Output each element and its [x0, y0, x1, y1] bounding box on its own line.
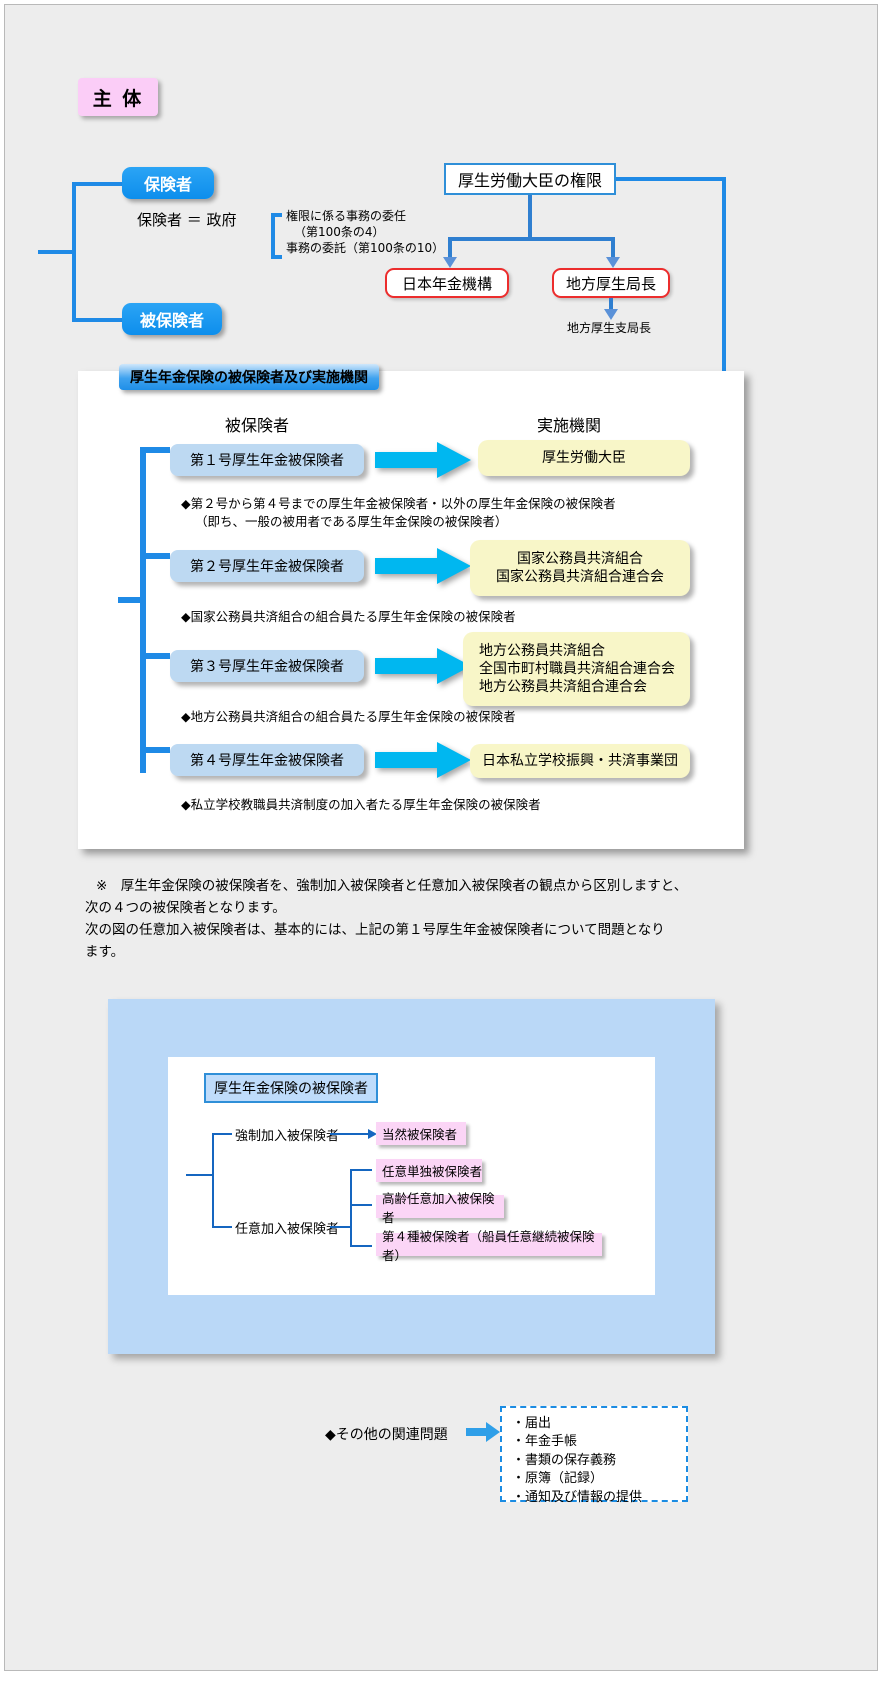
rows-bracket-arm-3 [140, 653, 170, 659]
delegation-bracket-bottom [271, 255, 282, 259]
minister-authority-box[interactable]: 厚生労働大臣の権限 [444, 163, 616, 195]
insured-box[interactable]: 被保険者 [122, 303, 222, 335]
class-tree-arm-compulsory [212, 1133, 232, 1135]
delegation-note-line1: 権限に係る事務の委任 [286, 209, 407, 223]
note-row-4-line1: ◆私立学校教職員共済制度の加入者たる厚生年金保険の被保険者 [181, 797, 541, 812]
minister-long-down [722, 177, 726, 460]
remark-line-4: ます。 [85, 944, 125, 960]
voluntary-branch-arm-2 [350, 1204, 372, 1206]
other-topics-box: ・届出 ・年金手帳 ・書類の保存義務 ・原簿（記録） ・通知及び情報の提供 [500, 1406, 688, 1505]
remark-line-2: 次の４つの被保険者となります。 [85, 900, 286, 916]
other-topics-label: ◆その他の関連問題 [325, 1427, 448, 1443]
branch-label-compulsory: 強制加入被保険者 [235, 1129, 340, 1144]
delegation-note-line3: 事務の委託（第100条の10） [286, 241, 445, 255]
remark-line-1: ※ 厚生年金保険の被保険者を、強制加入被保険者と任意加入被保険者の観点から区別し… [96, 878, 688, 894]
arrow-down-to-branch-icon [604, 309, 618, 320]
column-header-insured: 被保険者 [225, 416, 290, 435]
other-topic-item-3: ・書類の保存義務 [512, 1452, 617, 1468]
bracket-bottom-arm [72, 318, 122, 322]
regional-bureau-box[interactable]: 地方厚生局長 [552, 268, 670, 298]
insurer-equals-text: 保険者 ＝ 政府 [137, 211, 237, 229]
cyan-arrow-row-3 [375, 648, 471, 684]
insured-box-row-4[interactable]: 第４号厚生年金被保険者 [170, 744, 364, 776]
arrow-down-to-bureau-icon [606, 257, 620, 268]
class-tree-arm-voluntary [212, 1226, 232, 1228]
classification-title-box[interactable]: 厚生年金保険の被保険者 [204, 1073, 378, 1103]
classification-item-4[interactable]: 第４種被保険者（船員任意継続被保険者） [376, 1229, 602, 1263]
cyan-arrow-row-2 [375, 548, 471, 584]
insured-box-row-2[interactable]: 第２号厚生年金被保険者 [170, 550, 364, 582]
minister-stem [528, 195, 532, 241]
classification-item-2[interactable]: 任意単独被保険者 [376, 1159, 482, 1182]
other-topic-item-5: ・通知及び情報の提供 [512, 1489, 643, 1505]
regional-branch-label: 地方厚生支局長 [567, 321, 652, 335]
rows-bracket-arm-2 [140, 553, 170, 559]
minister-split-bar [448, 237, 615, 241]
remark-line-3: 次の図の任意加入被保険者は、基本的には、上記の第１号厚生年金被保険者について問題… [85, 922, 665, 938]
delegation-note-line2: （第100条の4） [294, 225, 385, 239]
nenkin-kikou-box[interactable]: 日本年金機構 [385, 268, 509, 298]
insured-box-row-3[interactable]: 第３号厚生年金被保険者 [170, 650, 364, 682]
agency-box-row-2[interactable]: 国家公務員共済組合 国家公務員共済組合連合会 [470, 540, 690, 596]
other-topic-item-1: ・届出 [512, 1416, 552, 1431]
insurer-box[interactable]: 保険者 [122, 167, 214, 199]
rows-bracket-stem [118, 597, 146, 603]
cyan-arrow-row-4 [375, 742, 471, 778]
voluntary-branch-arm-1 [350, 1169, 372, 1171]
rows-bracket-arm-1 [140, 447, 170, 453]
voluntary-branch-vertical [350, 1169, 352, 1247]
minister-drop-left [448, 237, 452, 259]
bracket-top-arm [72, 182, 122, 186]
note-row-3-line1: ◆地方公務員共済組合の組合員たる厚生年金保険の被保険者 [181, 709, 516, 724]
delegation-bracket-top [271, 213, 282, 217]
branch-label-voluntary: 任意加入被保険者 [235, 1222, 340, 1237]
insured-box-row-1[interactable]: 第１号厚生年金被保険者 [170, 444, 364, 476]
minister-long-right [616, 177, 726, 181]
other-topic-item-4: ・原簿（記録） [512, 1471, 604, 1487]
main-panel-title: 厚生年金保険の被保険者及び実施機関 [119, 364, 379, 390]
column-header-agency: 実施機関 [537, 416, 602, 435]
cyan-arrow-row-1 [375, 442, 471, 478]
other-topic-item-2: ・年金手帳 [512, 1434, 578, 1450]
minister-drop-right [611, 237, 615, 259]
voluntary-to-items-line [330, 1226, 352, 1228]
voluntary-branch-arm-3 [350, 1245, 372, 1247]
agency-box-row-4[interactable]: 日本私立学校振興・共済事業団 [470, 744, 690, 778]
note-row-1-line1: ◆第２号から第４号までの厚生年金被保険者・以外の厚生年金保険の被保険者 [181, 496, 616, 511]
class-tree-vertical [212, 1133, 214, 1228]
note-row-2-line1: ◆国家公務員共済組合の組合員たる厚生年金保険の被保険者 [181, 609, 516, 624]
bureau-stem [609, 298, 613, 312]
delegation-bracket-vertical [271, 213, 275, 259]
note-row-1-line2: （即ち、一般の被用者である厚生年金保険の被保険者） [195, 514, 508, 529]
arrow-down-to-nenkin-icon [443, 257, 457, 268]
rows-bracket-arm-4 [140, 747, 170, 753]
classification-item-1[interactable]: 当然被保険者 [376, 1122, 466, 1145]
bracket-stem [38, 250, 76, 254]
rows-bracket-vertical [140, 447, 146, 773]
classification-item-3[interactable]: 高齢任意加入被保険者 [376, 1191, 504, 1225]
magenta-arrow-icon [466, 1422, 500, 1442]
class-tree-stem [186, 1174, 214, 1176]
agency-box-row-1[interactable]: 厚生労働大臣 [478, 440, 690, 476]
arrow-right-compulsory-icon [368, 1129, 377, 1139]
compulsory-to-item-line [330, 1133, 370, 1135]
page-title: 主 体 [78, 78, 158, 116]
agency-box-row-3[interactable]: 地方公務員共済組合 全国市町村職員共済組合連合会 地方公務員共済組合連合会 [463, 632, 690, 706]
